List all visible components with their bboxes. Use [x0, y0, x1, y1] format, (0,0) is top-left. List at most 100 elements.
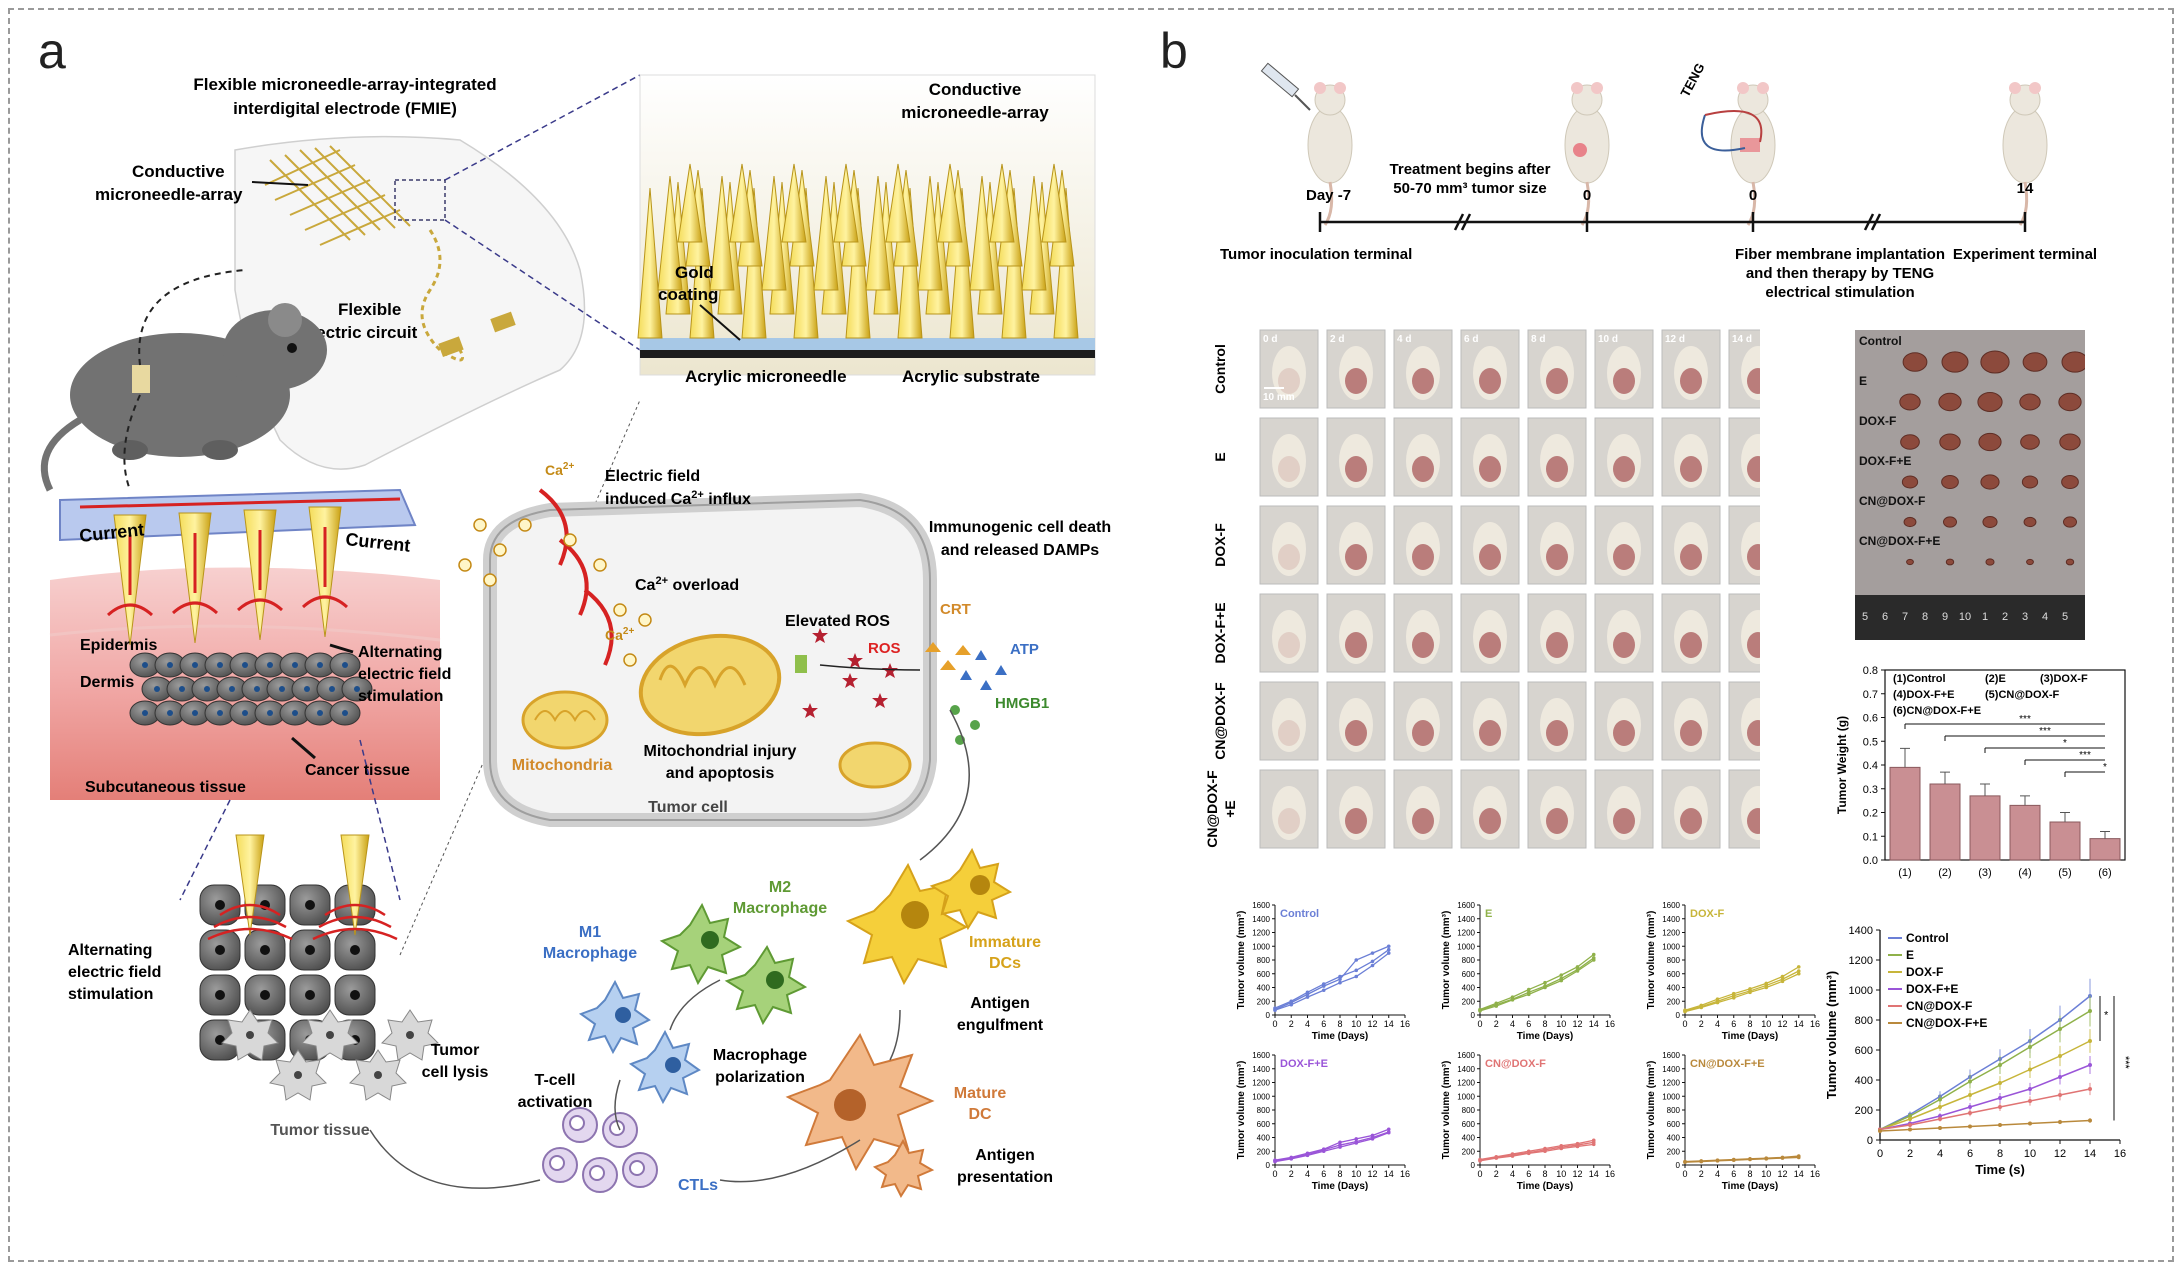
hmgb1-molecule: [970, 720, 980, 730]
cell-nucleus: [292, 710, 298, 716]
ros-star: [842, 673, 858, 688]
x-tick-label: 8: [1747, 1019, 1752, 1029]
ca-ions: [458, 518, 652, 667]
day-label: 2 d: [1330, 334, 1344, 345]
stim-b-line1: Alternating: [68, 942, 152, 959]
excised-tumor: [2023, 516, 2037, 528]
cell-nucleus: [329, 686, 335, 692]
mean-point: [1998, 1105, 2002, 1109]
x-tick-label: 16: [1400, 1169, 1410, 1179]
mature-label-line1: Mature: [954, 1085, 1007, 1102]
circuit-pad-2: [490, 311, 516, 333]
skin-cancer-cells: [129, 652, 373, 726]
lysed-nucleus: [406, 1031, 414, 1039]
tumor-nucleus: [215, 900, 225, 910]
rat-day-minus7: [1307, 82, 1353, 226]
x-tick-label: 8: [1542, 1169, 1547, 1179]
growth-point: [1683, 1160, 1687, 1165]
mean-point: [2028, 1121, 2032, 1126]
surgical-site: [1345, 632, 1367, 658]
day-label: 0 d: [1263, 334, 1277, 345]
ef-label-line1: Electric field: [605, 468, 700, 485]
stim-label-line2: electric field: [358, 666, 451, 683]
y-tick-label: 200: [1257, 997, 1271, 1006]
surgical-site: [1613, 368, 1635, 394]
antigen-pres-line2: presentation: [957, 1169, 1053, 1186]
y-tick-label: 400: [1667, 984, 1681, 993]
y-tick-label: 1600: [1457, 1051, 1475, 1060]
tissue-field-arc: [318, 915, 392, 929]
cancer-arrow: [291, 736, 316, 760]
excised-tumor: [1980, 350, 2010, 374]
lysed-nucleus: [326, 1031, 334, 1039]
mean-point: [2058, 1054, 2062, 1058]
row-label: CN@DOX-F: [1204, 770, 1220, 848]
surgical-site: [1546, 632, 1568, 658]
mouse-body: [1272, 522, 1306, 576]
y-tick-label: 600: [1667, 970, 1681, 979]
x-tick-label: 6: [1526, 1169, 1531, 1179]
x-tick-label: 16: [1810, 1019, 1820, 1029]
mean-point: [1908, 1127, 1912, 1132]
mean-point: [2028, 1045, 2032, 1049]
x-tick-label: 8: [1542, 1019, 1547, 1029]
tumor-lysis-line1: Tumor: [431, 1042, 480, 1059]
growth-point: [1305, 1153, 1310, 1158]
y-tick-label: 1000: [1849, 985, 1873, 997]
x-tick-label: 14: [2084, 1148, 2096, 1160]
mean-point: [2028, 1087, 2032, 1091]
mean-point: [2058, 1075, 2062, 1079]
y-tick-label: 1200: [1849, 955, 1873, 967]
y-tick-label: 1000: [1457, 1092, 1475, 1101]
skin-zoom-line-right: [359, 739, 401, 901]
tumor-group-label: DOX-F+E: [1859, 454, 1911, 468]
tumor-group-label: Control: [1859, 334, 1902, 348]
x-tick-label: 2: [1907, 1148, 1913, 1160]
tumor-tissue-cells: [199, 834, 440, 1101]
ca-ion: [563, 533, 577, 547]
scale-label: 10 mm: [1263, 392, 1295, 403]
panel-a-schematic: Flexible microneedle-array-integrated in…: [40, 74, 1111, 1199]
tick-day-0a: 0: [1583, 187, 1591, 204]
ef-label-line2: induced Ca2+ influx: [605, 489, 751, 508]
y-tick-label: 400: [1257, 1134, 1271, 1143]
growth-point: [1780, 1156, 1785, 1160]
growth-point: [1386, 951, 1391, 955]
tumor-nucleus: [215, 990, 225, 1000]
stim-label-line3: stimulation: [358, 688, 443, 705]
surgical-site: [1747, 368, 1760, 394]
excised-tumor: [1939, 433, 1961, 451]
surgical-site: [1345, 720, 1367, 746]
x-tick-label: 0: [1682, 1169, 1687, 1179]
cell-nucleus: [267, 662, 273, 668]
tumor-nucleus: [350, 945, 360, 955]
excised-tumor: [2020, 434, 2040, 450]
treatment-line2: 50-70 mm³ tumor size: [1393, 180, 1546, 197]
y-tick-label: 1600: [1662, 901, 1680, 910]
ca-ion: [613, 603, 627, 617]
growth-point: [1591, 1142, 1596, 1147]
mean-point: [1938, 1097, 1942, 1102]
y-tick-label: 1600: [1662, 1051, 1680, 1060]
mean-point: [2088, 1087, 2092, 1091]
surgical-site: [1479, 544, 1501, 570]
microneedle: [833, 163, 859, 243]
growth-point: [1780, 974, 1785, 979]
ros-star: [812, 628, 828, 643]
microneedle: [657, 175, 683, 291]
mean-point: [1968, 1079, 1972, 1084]
growth-point: [1748, 1157, 1752, 1162]
growth-point: [1731, 996, 1736, 1000]
y-axis-title: Tumor volume (mm³): [1236, 911, 1247, 1010]
crt-molecule: [925, 642, 941, 652]
growth-point: [1575, 965, 1580, 969]
cell-nucleus: [242, 662, 248, 668]
ros-star: [882, 663, 898, 678]
y-tick-label: 0.4: [1863, 760, 1878, 772]
microneedle: [937, 163, 963, 243]
growth-point: [1575, 1144, 1580, 1149]
excised-tumor: [1906, 558, 1914, 566]
m2-label-line2: Macrophage: [733, 900, 827, 917]
